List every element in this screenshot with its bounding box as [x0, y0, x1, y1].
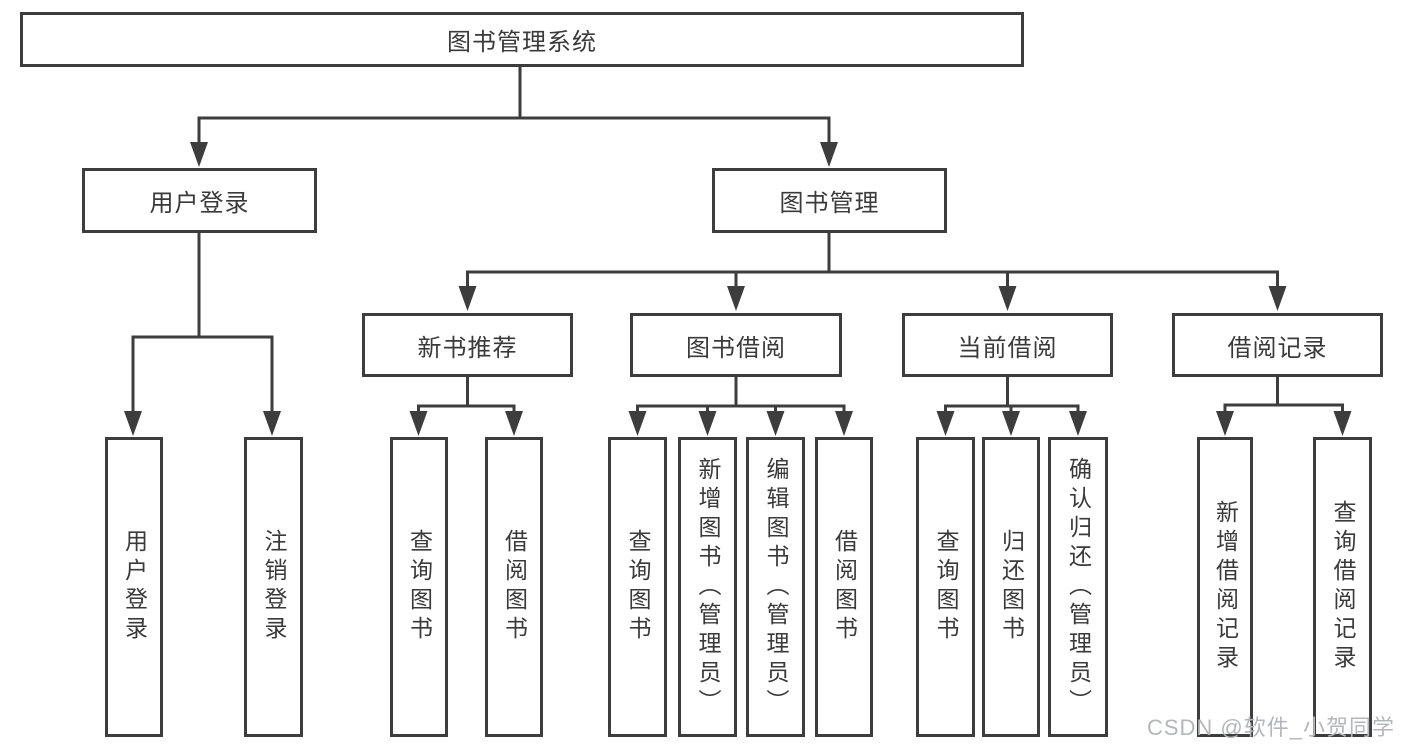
- node-user-login: 用户登录: [82, 168, 317, 233]
- leaf-confirm-return-admin: 确认归还（管理员）: [1048, 437, 1108, 737]
- leaf-borrow-books-recommend: 借阅图书: [485, 437, 543, 737]
- node-new-book-recommend: 新书推荐: [362, 313, 573, 377]
- leaf-edit-books-admin: 编辑图书（管理员）: [746, 437, 805, 737]
- node-borrowing-records: 借阅记录: [1172, 313, 1383, 377]
- leaf-add-books-admin: 新增图书（管理员）: [678, 437, 737, 737]
- leaf-query-books-borrowing: 查询图书: [608, 437, 667, 737]
- leaf-query-books-current: 查询图书: [916, 437, 975, 737]
- leaf-user-login: 用户登录: [105, 437, 163, 737]
- leaf-borrow-books-borrowing: 借阅图书: [815, 437, 873, 737]
- node-book-management: 图书管理: [712, 168, 947, 233]
- leaf-logout: 注销登录: [244, 437, 303, 737]
- watermark: CSDN @软件_小贺同学: [1146, 715, 1395, 740]
- leaf-query-borrow-record: 查询借阅记录: [1313, 437, 1372, 737]
- leaf-add-borrow-record: 新增借阅记录: [1197, 437, 1253, 737]
- node-current-borrowing: 当前借阅: [902, 313, 1113, 377]
- leaf-return-books: 归还图书: [982, 437, 1040, 737]
- node-library-system: 图书管理系统: [20, 12, 1024, 67]
- leaf-query-books-recommend: 查询图书: [390, 437, 448, 737]
- node-book-borrowing: 图书借阅: [630, 313, 842, 377]
